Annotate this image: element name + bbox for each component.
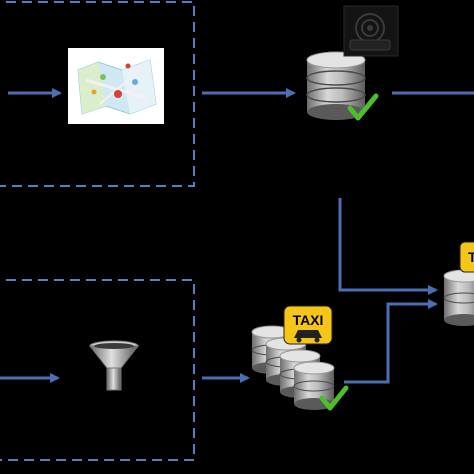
connector-taxi-databases-to-merged (344, 299, 438, 384)
taxi-badge-label: TAXI (293, 312, 324, 328)
taxi-badge: TAXI (283, 305, 333, 345)
gps-device-icon (343, 5, 399, 57)
map-icon (68, 48, 164, 124)
taxi-database-icon: TAXI (443, 241, 474, 326)
merged-taxi-badge: TAXI (459, 241, 474, 273)
connector-to-merged-database (338, 198, 438, 295)
taxi-database-stack-icon: TAXI (251, 305, 349, 411)
top-dashed-group (0, 1, 195, 187)
funnel-icon (88, 340, 140, 391)
bottom-dashed-group (0, 279, 195, 461)
merged-taxi-badge-label: TAXI (468, 249, 474, 265)
database-check-icon (306, 51, 379, 121)
